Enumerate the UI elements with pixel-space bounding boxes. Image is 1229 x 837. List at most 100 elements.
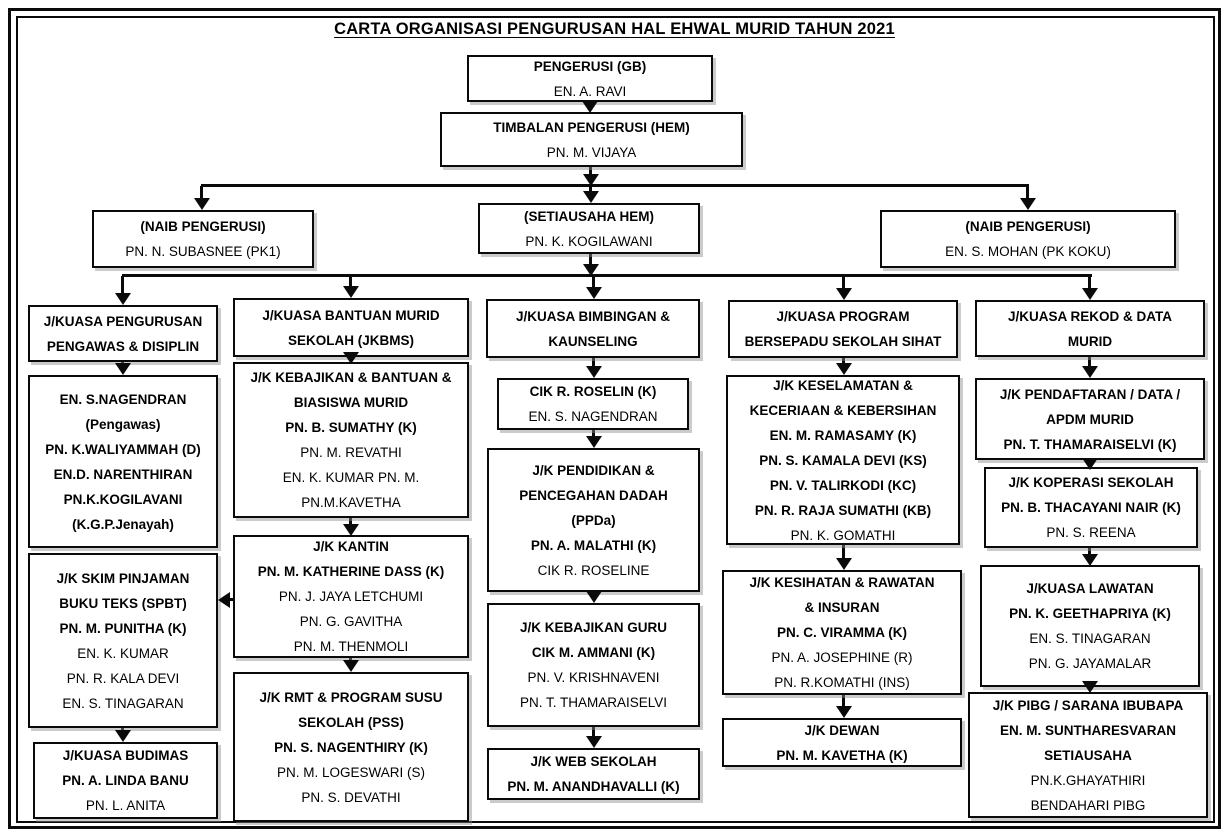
connector-arrow <box>836 558 852 570</box>
org-box-line: PN. K. KOGILAWANI <box>525 233 653 249</box>
connector-arrow <box>1082 366 1098 378</box>
org-box-line: J/K DEWAN <box>804 722 880 738</box>
org-box-line: PN. S. NAGENTHIRY (K) <box>274 739 428 755</box>
org-box-line: PN. M. PUNITHA (K) <box>59 620 187 636</box>
outer-frame <box>8 8 1221 829</box>
org-box-line: PN. G. JAYAMALAR <box>1028 656 1152 671</box>
org-box-line: PN. A. LINDA BANU <box>62 773 189 788</box>
org-box-line: J/K PIBG / SARANA IBUBAPA <box>992 697 1184 713</box>
org-box-line: J/KUASA BANTUAN MURID <box>262 307 440 323</box>
connector-arrow <box>583 191 599 203</box>
org-box-line: PN. K.WALIYAMMAH (D) <box>45 441 201 457</box>
org-box-line: PN.M.KAVETHA <box>301 495 401 510</box>
org-box-timbalan-pengerusi: TIMBALAN PENGERUSI (HEM)PN. M. VIJAYA <box>440 112 743 167</box>
connector-line <box>842 545 845 560</box>
org-box-line: J/K PENDAFTARAN / DATA / <box>999 386 1181 402</box>
org-box-line: BIASISWA MURID <box>293 395 409 410</box>
org-box-line: PN. B. SUMATHY (K) <box>285 420 417 435</box>
org-box-line: EN. A. RAVI <box>553 83 627 99</box>
connector-arrow <box>836 288 852 300</box>
org-box-line: BENDAHARI PIBG <box>1030 797 1146 813</box>
connector-line <box>201 184 1029 187</box>
inner-frame <box>16 16 1215 823</box>
org-box-line: J/K KOPERASI SEKOLAH <box>1008 475 1174 490</box>
org-box-line: J/K KEBAJIKAN & BANTUAN & <box>250 370 452 385</box>
connector-arrow-left <box>218 592 230 608</box>
org-box-line: PN. M. LOGESWARI (S) <box>276 764 425 780</box>
connector-line <box>349 518 352 526</box>
org-box-setiausaha-hem: (SETIAUSAHA HEM) PN. K. KOGILAWANI <box>478 203 700 254</box>
connector-arrow <box>586 436 602 448</box>
org-box-line: EN. S.NAGENDRAN <box>59 391 187 407</box>
org-box-line: PENCEGAHAN DADAH <box>519 487 668 503</box>
connector-line <box>589 186 592 194</box>
org-box-line: PN. S. DEVATHI <box>301 789 401 805</box>
org-box-line: PN. C. VIRAMMA (K) <box>777 625 907 640</box>
org-box-line: PN. G. GAVITHA <box>299 614 403 629</box>
org-box-line: PN. M. THENMOLI <box>293 639 409 654</box>
org-box-line: SEKOLAH (PSS) <box>298 714 404 730</box>
connector-arrow <box>586 736 602 748</box>
connector-arrow <box>836 706 852 718</box>
connector-line <box>592 727 595 737</box>
org-box-line: PN. M. REVATHI <box>300 445 402 460</box>
connector-arrow <box>1082 288 1098 300</box>
connector-arrow <box>343 352 359 364</box>
org-box-line: MURID <box>1067 333 1113 349</box>
connector-arrow <box>343 660 359 672</box>
org-box-line: (NAIB PENGERUSI) <box>965 219 1091 234</box>
connector-arrow <box>836 363 852 375</box>
connector-line <box>592 276 595 289</box>
org-box-line: BUKU TEKS (SPBT) <box>59 595 187 611</box>
connector-line <box>592 358 595 368</box>
org-box-line: EN. K. KUMAR PN. M. <box>282 470 420 485</box>
connector-arrow <box>586 591 602 603</box>
page-title: CARTA ORGANISASI PENGURUSAN HAL EHWAL MU… <box>334 20 895 38</box>
org-box-line: PN. B. THACAYANI NAIR (K) <box>1001 500 1181 515</box>
org-box-line: J/K PENDIDIKAN & <box>532 462 655 478</box>
org-box-jk-dewan: J/K DEWAN PN. M. KAVETHA (K) <box>722 718 962 767</box>
org-box-line: (PPDa) <box>571 512 616 528</box>
org-box-line: J/K SKIM PINJAMAN <box>56 570 190 586</box>
org-box-line: PN. J. JAYA LETCHUMI <box>278 589 424 604</box>
connector-arrow <box>343 286 359 298</box>
org-box-line: SETIAUSAHA <box>1044 747 1132 763</box>
org-box-line: KAUNSELING <box>548 333 638 349</box>
connector-arrow <box>1020 198 1036 210</box>
org-box-line: J/KUASA BUDIMAS <box>62 748 189 763</box>
org-box-line: EN. M. RAMASAMY (K) <box>769 427 917 443</box>
org-box-line: PN. K. GOMATHI <box>790 527 896 543</box>
org-box-line: EN. K. KUMAR <box>77 645 169 661</box>
org-box-line: PN.K.GHAYATHIRI <box>1030 772 1146 788</box>
org-box-line: APDM MURID <box>1046 411 1134 427</box>
org-box-line: EN. S. MOHAN (PK KOKU) <box>945 244 1111 259</box>
connector-arrow <box>586 366 602 378</box>
connector-line <box>228 598 234 601</box>
org-box-line: KECERIAAN & KEBERSIHAN <box>749 402 937 418</box>
org-box-line: J/KUASA LAWATAN <box>1026 581 1154 596</box>
connector-line <box>842 276 845 290</box>
org-box-line: CIK R. ROSELINE <box>537 562 650 578</box>
org-box-line: J/KUASA REKOD & DATA <box>1007 308 1172 324</box>
connector-arrow <box>1082 458 1098 470</box>
org-box-line: PN. M. ANANDHAVALLI (K) <box>507 779 680 794</box>
org-box-line: PN. R.KOMATHI (INS) <box>774 675 910 690</box>
org-box-pengerusi: PENGERUSI (GB)EN. A. RAVI <box>467 55 713 102</box>
connector-line <box>122 274 1092 277</box>
org-box-jk-ppda: J/K PENDIDIKAN &PENCEGAHAN DADAH(PPDa)PN… <box>487 448 700 592</box>
org-box-line: PN. L. ANITA <box>85 798 166 813</box>
org-box-line: PN. T. THAMARAISELVI <box>519 695 668 710</box>
org-box-line: PN. M. KAVETHA (K) <box>776 747 908 763</box>
connector-arrow <box>586 287 602 299</box>
connector-line <box>842 695 845 707</box>
org-box-line: PN. V. KRISHNAVENI <box>527 670 660 685</box>
org-box-line: PN. S. REENA <box>1046 525 1136 540</box>
org-box-line: PN. S. KAMALA DEVI (KS) <box>759 452 927 468</box>
org-box-line: (SETIAUSAHA HEM) <box>524 208 654 224</box>
